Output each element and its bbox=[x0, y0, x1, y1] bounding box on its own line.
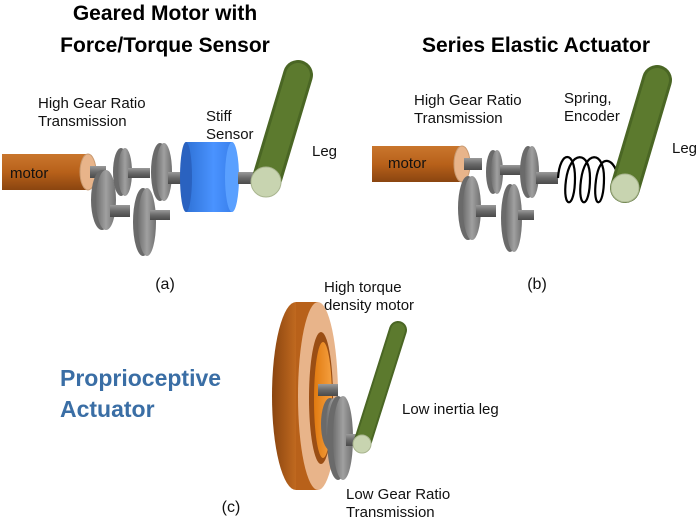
panel-b: Series Elastic Actuator High Gear Ratio … bbox=[372, 34, 697, 293]
panel-a-gear-label-line1: High Gear Ratio bbox=[38, 95, 146, 112]
panel-c-leg-label: Low inertia leg bbox=[402, 401, 499, 418]
panel-b-motor: motor bbox=[372, 145, 482, 183]
panel-a-sensor-label-line2: Sensor bbox=[206, 126, 254, 143]
panel-c-leg: Low inertia leg bbox=[352, 321, 499, 454]
panel-c-motor-label-line2: density motor bbox=[324, 297, 414, 314]
panel-a-title-line2: Force/Torque Sensor bbox=[60, 34, 270, 57]
panel-b-spring-label-line2: Encoder bbox=[564, 108, 620, 125]
panel-b-caption: (b) bbox=[527, 276, 547, 293]
panel-a: Geared Motor with Force/Torque Sensor Hi… bbox=[2, 2, 337, 293]
panel-a-motor-label: motor bbox=[10, 165, 48, 182]
panel-a-caption: (a) bbox=[155, 276, 175, 293]
panel-c: Proprioceptive Actuator High torque dens… bbox=[60, 279, 499, 521]
panel-c-title-line1: Proprioceptive bbox=[60, 365, 221, 391]
panel-b-title: Series Elastic Actuator bbox=[422, 34, 650, 57]
panel-b-gear-train bbox=[458, 146, 558, 252]
panel-c-title-line2: Actuator bbox=[60, 396, 155, 422]
panel-c-caption: (c) bbox=[222, 499, 241, 516]
panel-a-leg-label: Leg bbox=[312, 143, 337, 160]
panel-a-gear-train bbox=[91, 143, 186, 256]
panel-a-motor: motor bbox=[2, 153, 106, 191]
panel-b-gear-label-line1: High Gear Ratio bbox=[414, 92, 522, 109]
panel-b-spring: Spring, Encoder bbox=[556, 90, 620, 204]
panel-c-motor-label-line1: High torque bbox=[324, 279, 402, 296]
panel-c-gear-label-line1: Low Gear Ratio bbox=[346, 486, 450, 503]
panel-a-sensor-label-line1: Stiff bbox=[206, 108, 232, 125]
panel-a-gear-label-line2: Transmission bbox=[38, 113, 127, 130]
panel-b-leg-label: Leg bbox=[672, 140, 697, 157]
panel-a-leg: Leg bbox=[250, 60, 337, 198]
panel-b-leg: Leg bbox=[610, 65, 697, 203]
panel-c-pancake-motor bbox=[272, 302, 338, 490]
panel-a-stiff-sensor: Stiff Sensor bbox=[180, 108, 266, 212]
panel-b-motor-label: motor bbox=[388, 155, 426, 172]
panel-b-spring-label-line1: Spring, bbox=[564, 90, 612, 107]
panel-c-gear-label-line2: Transmission bbox=[346, 504, 435, 521]
panel-a-title-line1: Geared Motor with bbox=[73, 2, 257, 25]
panel-b-gear-label-line2: Transmission bbox=[414, 110, 503, 127]
